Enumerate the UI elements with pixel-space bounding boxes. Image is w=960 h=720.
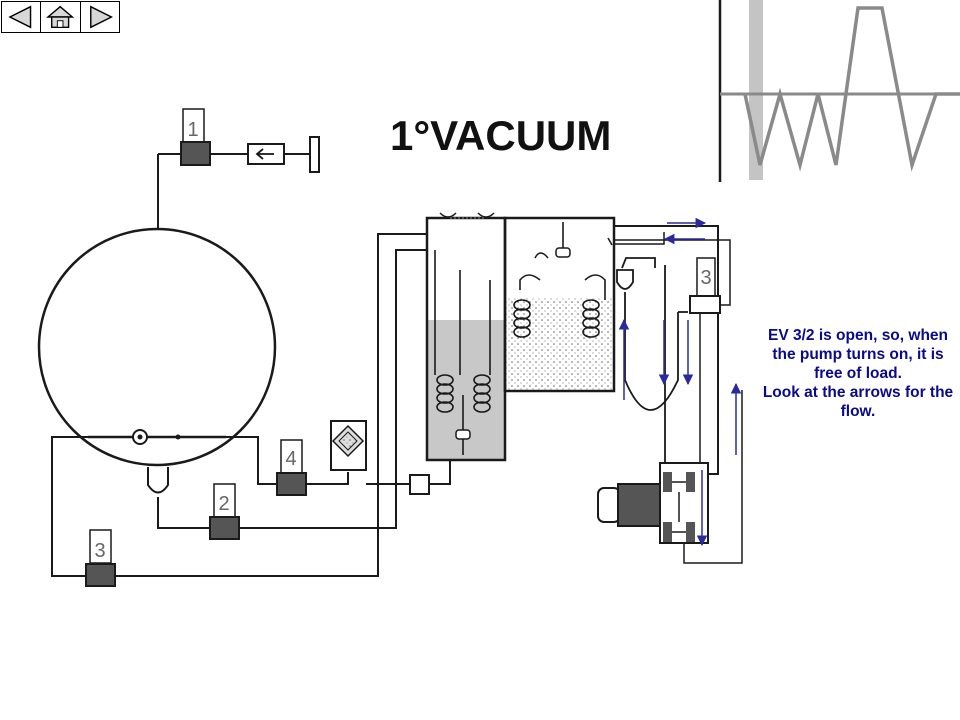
- pump-circuit: [597, 225, 743, 564]
- vacuum-chamber: [37, 227, 277, 467]
- valve-1-label: 1: [187, 119, 198, 141]
- valve-3-bottom-label: 3: [94, 540, 105, 562]
- triangle-left-icon: [8, 5, 32, 29]
- triangle-right-icon: [89, 5, 113, 29]
- pressure-regulator: [330, 420, 367, 471]
- house-icon: [46, 5, 75, 29]
- waveform-graph: [718, 0, 960, 182]
- valve-2: [157, 249, 428, 540]
- flow-arrows: [618, 217, 742, 547]
- note-main-text: EV 3/2 is open, so, when the pump turns …: [767, 327, 949, 382]
- evaporator-tank: [503, 216, 616, 393]
- forward-button[interactable]: [80, 2, 119, 32]
- valve-3-right-label: 3: [700, 267, 711, 289]
- home-button[interactable]: [41, 2, 81, 32]
- explanation-note: EV 3/2 is open, so, when the pump turns …: [758, 326, 958, 421]
- back-button[interactable]: [2, 2, 42, 32]
- pump-motor: [617, 483, 661, 527]
- valve-4-label: 4: [285, 448, 296, 470]
- graph-waveform: [743, 6, 960, 172]
- valve-3-bottom: [51, 233, 428, 587]
- valve-3-right-body: [689, 295, 721, 314]
- chamber-drain: [147, 467, 169, 494]
- navigation-bar: [1, 1, 120, 33]
- note-hint-text: Look at the arrows for the flow.: [762, 384, 954, 420]
- pump-motor-end: [597, 487, 621, 523]
- page-title: 1°VACUUM: [390, 112, 612, 159]
- valve-2-label: 2: [218, 493, 229, 515]
- condenser-tank: [425, 212, 507, 462]
- valve-1: [157, 108, 320, 229]
- vent-filter: [309, 136, 320, 173]
- separator: [616, 269, 634, 290]
- inline-filter: [409, 474, 430, 495]
- valve-4: [226, 436, 349, 496]
